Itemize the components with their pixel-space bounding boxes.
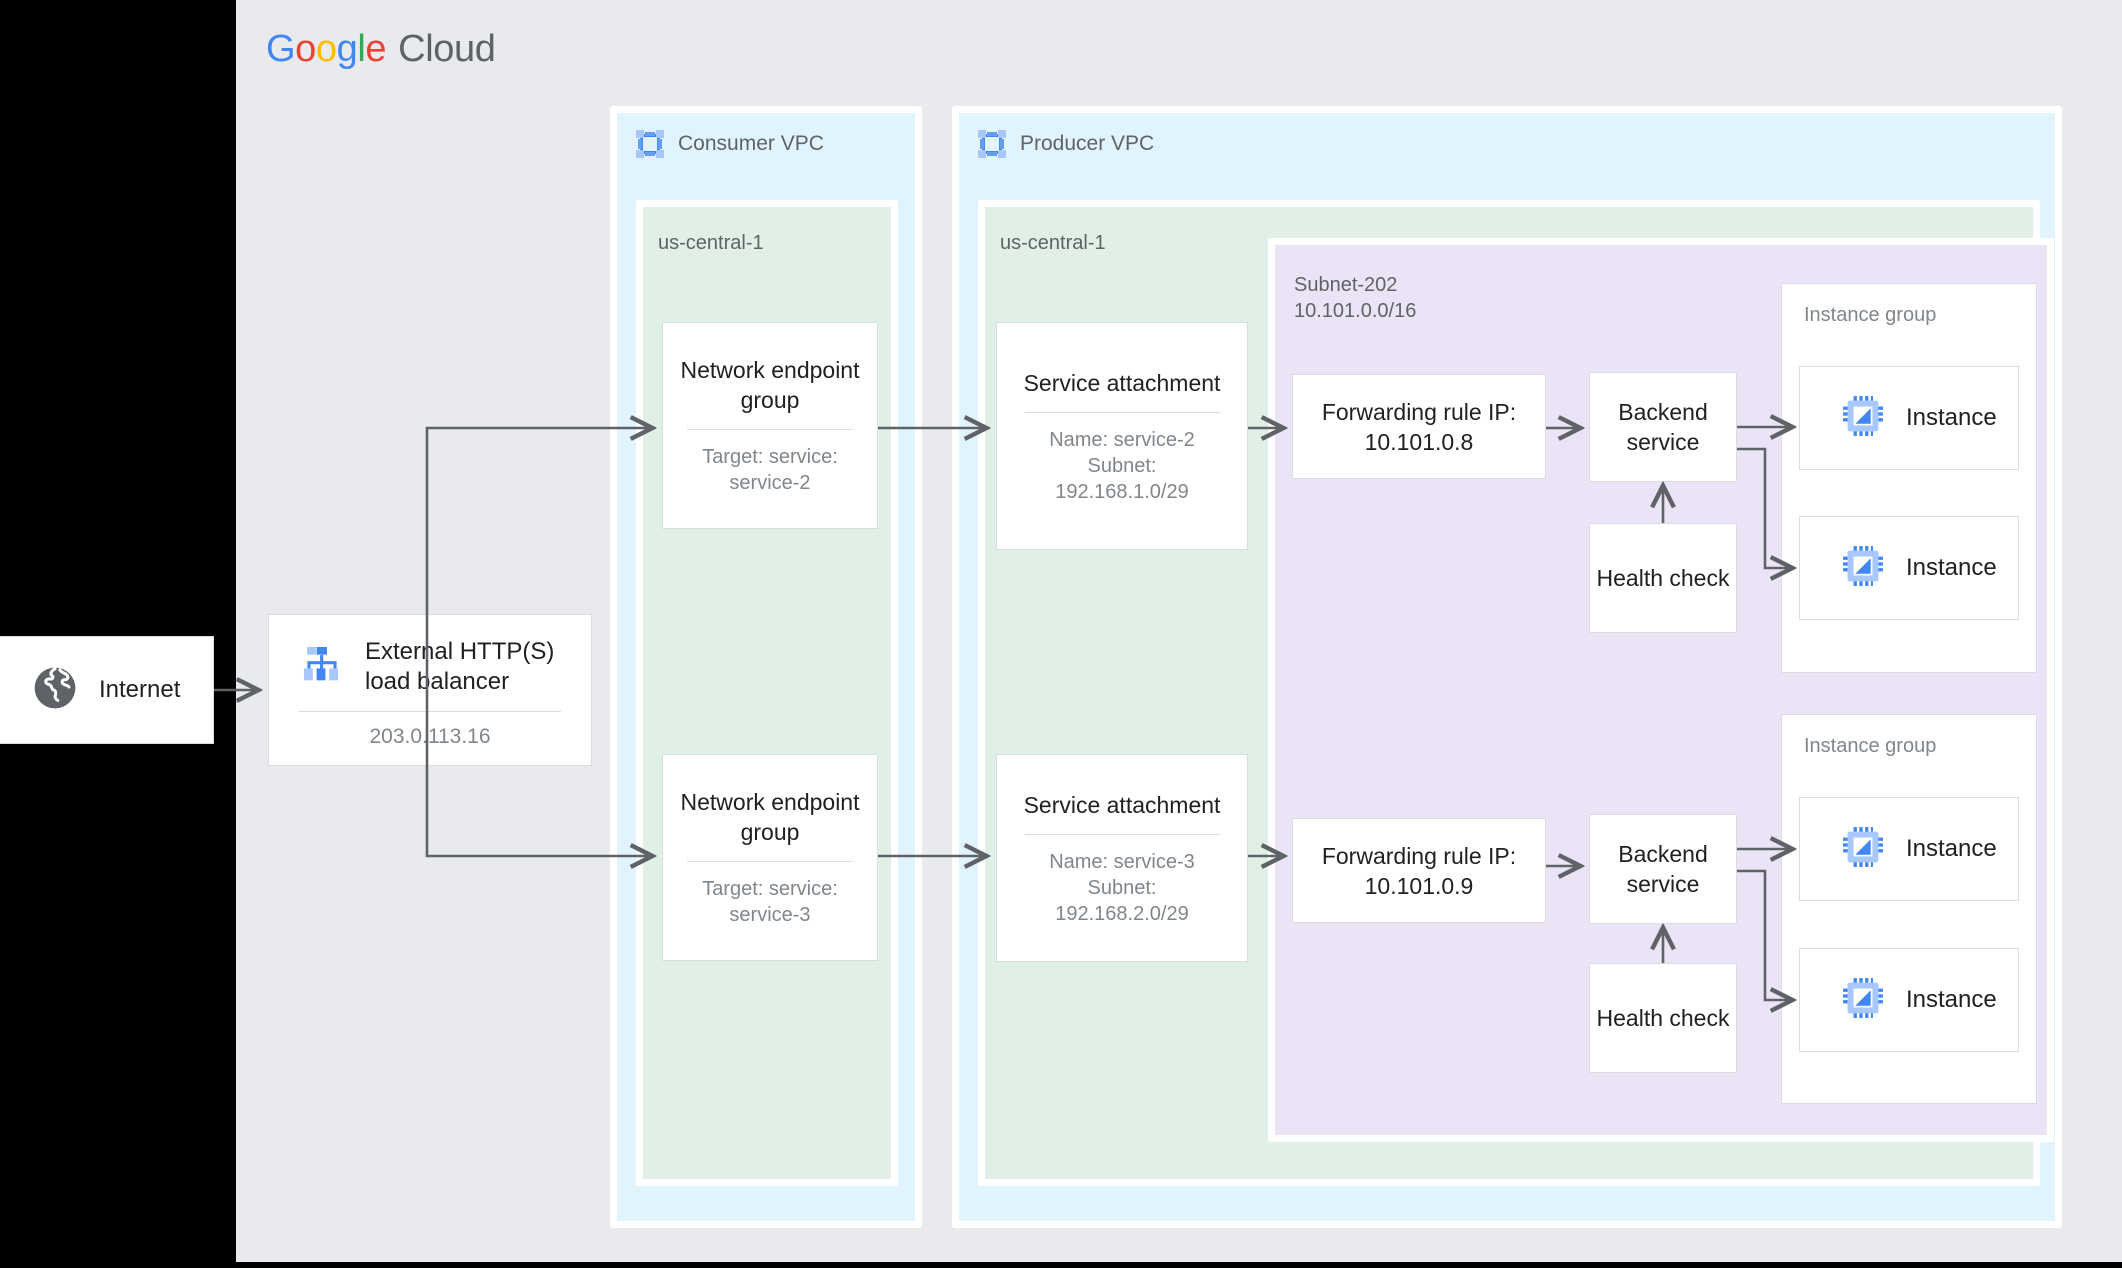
health-check-2[interactable]: Health check [1589, 963, 1737, 1073]
instance-icon [1842, 545, 1884, 592]
load-balancer-card[interactable]: External HTTP(S) load balancer 203.0.113… [268, 614, 592, 766]
logo-letter: g [336, 28, 358, 70]
service-attachment-1-title: Service attachment [1023, 369, 1221, 396]
service-attachment-1-subtitle: Name: service-2 Subnet: 192.168.1.0/29 [1049, 428, 1195, 503]
network-endpoint-group-2[interactable]: Network endpoint group Target: service: … [662, 754, 878, 961]
logo-letter: o [295, 28, 316, 70]
forwarding-rule-2[interactable]: Forwarding rule IP: 10.101.0.9 [1292, 818, 1546, 923]
service-attachment-2-subtitle: Name: service-3 Subnet: 192.168.2.0/29 [1049, 850, 1195, 925]
health-check-1-title: Health check [1596, 565, 1730, 591]
vpc-icon [978, 130, 1006, 158]
neg-1-subtitle: Target: service: service-2 [702, 446, 838, 494]
service-attachment-1-divider [1024, 411, 1220, 413]
producer-vpc-header: Producer VPC [978, 130, 1154, 158]
backend-service-1-title: Backend service [1618, 399, 1708, 455]
instance-1-1-label: Instance [1906, 404, 1997, 431]
forwarding-rule-2-title: Forwarding rule IP: 10.101.0.9 [1321, 842, 1517, 899]
instance-1-2-label: Instance [1906, 554, 1997, 581]
logo-letter: e [365, 28, 387, 70]
vpc-icon [636, 130, 664, 158]
instance-1-1[interactable]: Instance [1799, 366, 2019, 470]
instance-2-1-label: Instance [1906, 835, 1997, 862]
neg-2-divider [686, 861, 854, 862]
producer-vpc-label: Producer VPC [1020, 132, 1155, 155]
internet-label: Internet [99, 676, 181, 703]
load-balancer-divider [299, 711, 561, 712]
forwarding-rule-1[interactable]: Forwarding rule IP: 10.101.0.8 [1292, 374, 1546, 479]
backend-service-1[interactable]: Backend service [1589, 372, 1737, 482]
instance-2-2-label: Instance [1906, 986, 1997, 1013]
backend-service-2-title: Backend service [1618, 841, 1708, 897]
logo-letter: o [315, 28, 337, 70]
instance-icon [1842, 977, 1884, 1024]
neg-2-title: Network endpoint group [680, 789, 860, 845]
backend-service-2[interactable]: Backend service [1589, 814, 1737, 924]
internet-card[interactable]: Internet [0, 636, 214, 744]
logo-cloud-text: Cloud [398, 28, 496, 70]
load-balancer-icon [299, 642, 345, 693]
neg-1-divider [686, 429, 854, 430]
instance-1-2[interactable]: Instance [1799, 516, 2019, 620]
load-balancer-ip: 203.0.113.16 [369, 725, 491, 748]
consumer-region-label: us-central-1 [658, 232, 764, 254]
service-attachment-2-divider [1024, 833, 1220, 835]
service-attachment-1[interactable]: Service attachment Name: service-2 Subne… [996, 322, 1248, 550]
load-balancer-title: External HTTP(S) load balancer [365, 638, 555, 695]
network-endpoint-group-1[interactable]: Network endpoint group Target: service: … [662, 322, 878, 529]
subnet-label: Subnet-202 10.101.0.0/16 [1294, 274, 1417, 322]
service-attachment-2-title: Service attachment [1023, 791, 1221, 818]
instance-2-2[interactable]: Instance [1799, 948, 2019, 1052]
instance-group-1-label: Instance group [1804, 304, 1937, 326]
bottom-rule [236, 1262, 2122, 1268]
health-check-1[interactable]: Health check [1589, 523, 1737, 633]
health-check-2-title: Health check [1596, 1005, 1730, 1031]
forwarding-rule-1-title: Forwarding rule IP: 10.101.0.8 [1321, 398, 1517, 455]
neg-1-title: Network endpoint group [680, 357, 860, 413]
producer-region-label: us-central-1 [1000, 232, 1106, 254]
page-background-band [0, 0, 236, 1268]
logo-letter: G [266, 28, 296, 70]
instance-group-2-label: Instance group [1804, 735, 1937, 757]
instance-icon [1842, 395, 1884, 442]
consumer-vpc-header: Consumer VPC [636, 130, 824, 158]
consumer-vpc-label: Consumer VPC [678, 132, 824, 155]
service-attachment-2[interactable]: Service attachment Name: service-3 Subne… [996, 754, 1248, 962]
logo-letter: l [357, 28, 366, 70]
globe-icon [31, 664, 79, 717]
instance-2-1[interactable]: Instance [1799, 797, 2019, 901]
instance-icon [1842, 826, 1884, 873]
neg-2-subtitle: Target: service: service-3 [702, 878, 838, 926]
google-cloud-logo: Google Cloud [266, 28, 496, 71]
